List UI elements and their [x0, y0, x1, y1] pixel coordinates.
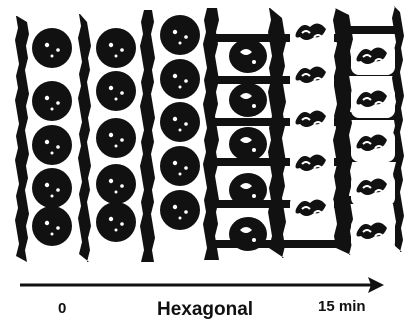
particle-speck — [51, 108, 54, 111]
particle-speck — [45, 221, 49, 225]
particle-speck — [109, 86, 113, 90]
particle-col1-row1 — [32, 28, 72, 68]
particle-speck — [115, 229, 118, 232]
particle-speck — [109, 217, 113, 221]
wall-strip-2 — [78, 14, 91, 262]
particle-col2-row1 — [96, 28, 136, 68]
wall-strip-5 — [268, 8, 286, 258]
particle-speck — [45, 183, 49, 187]
particle-speck — [56, 48, 60, 52]
connecting-wall-1-2 — [212, 76, 282, 84]
particle-speck — [184, 35, 188, 39]
particle-col1-row5 — [32, 206, 72, 246]
particle-speck — [56, 226, 60, 230]
particle-col3-row4 — [160, 146, 200, 186]
particle-speck — [45, 43, 49, 47]
particle-col4-row2 — [229, 83, 267, 117]
particle-col2-row2 — [96, 71, 136, 111]
particle-speck — [51, 195, 54, 198]
particle-col3-row3 — [160, 102, 200, 142]
wall-strip-6 — [333, 8, 353, 255]
particle-speck — [109, 43, 113, 47]
particle-speck — [252, 104, 256, 108]
particle-speck — [120, 222, 124, 226]
particle-speck — [173, 161, 177, 165]
particle-speck — [120, 138, 124, 142]
wall-strip-4 — [203, 8, 219, 260]
particle-speck — [115, 191, 118, 194]
particle-speck — [184, 122, 188, 126]
particle-speck — [179, 173, 182, 176]
particle-speck — [173, 205, 177, 209]
particle-speck — [51, 55, 54, 58]
particle-speck — [179, 42, 182, 45]
connecting-wall-1-3 — [212, 118, 282, 126]
particle-speck — [173, 30, 177, 34]
particle-speck — [252, 60, 256, 64]
particle-col1-row3 — [32, 125, 72, 165]
particle-speck — [173, 117, 177, 121]
particle-speck — [56, 188, 60, 192]
particle-speck — [179, 129, 182, 132]
particle-col3-row1 — [160, 15, 200, 55]
wall-strip-7 — [392, 6, 404, 252]
particle-speck — [51, 152, 54, 155]
particle-speck — [115, 98, 118, 101]
particle-speck — [109, 179, 113, 183]
connecting-wall-3-1 — [343, 26, 400, 34]
particle-col4-row4 — [229, 173, 267, 207]
particle-speck — [45, 140, 49, 144]
particle-speck — [252, 194, 256, 198]
particle-speck — [184, 210, 188, 214]
wall-strip-3 — [140, 10, 155, 262]
particle-speck — [120, 91, 124, 95]
particle-speck — [179, 86, 182, 89]
particle-speck — [51, 233, 54, 236]
particle-speck — [252, 238, 256, 242]
particle-speck — [120, 184, 124, 188]
particle-speck — [56, 101, 60, 105]
particle-col1-row2 — [32, 81, 72, 121]
particle-col2-row4 — [96, 164, 136, 204]
particle-col1-row4 — [32, 168, 72, 208]
particle-col2-row5 — [96, 202, 136, 242]
particle-speck — [184, 166, 188, 170]
particle-col4-row5 — [229, 217, 267, 251]
connecting-wall-2-6 — [278, 240, 347, 248]
particle-col4-row3 — [229, 127, 267, 161]
wall-strip-1 — [15, 16, 29, 262]
particle-speck — [173, 74, 177, 78]
particle-speck — [252, 148, 256, 152]
particle-col3-row2 — [160, 59, 200, 99]
caption-label: Hexagonal — [157, 299, 253, 321]
time-start-label: 0 — [58, 300, 66, 317]
particle-speck — [56, 145, 60, 149]
particle-speck — [115, 55, 118, 58]
particle-speck — [45, 96, 49, 100]
particle-speck — [184, 79, 188, 83]
particle-col3-row5 — [160, 190, 200, 230]
particle-col4-row1 — [229, 39, 267, 73]
particle-speck — [120, 48, 124, 52]
time-end-label: 15 min — [318, 298, 366, 315]
particle-speck — [115, 145, 118, 148]
particle-speck — [179, 217, 182, 220]
particle-speck — [109, 133, 113, 137]
particle-col2-row3 — [96, 118, 136, 158]
